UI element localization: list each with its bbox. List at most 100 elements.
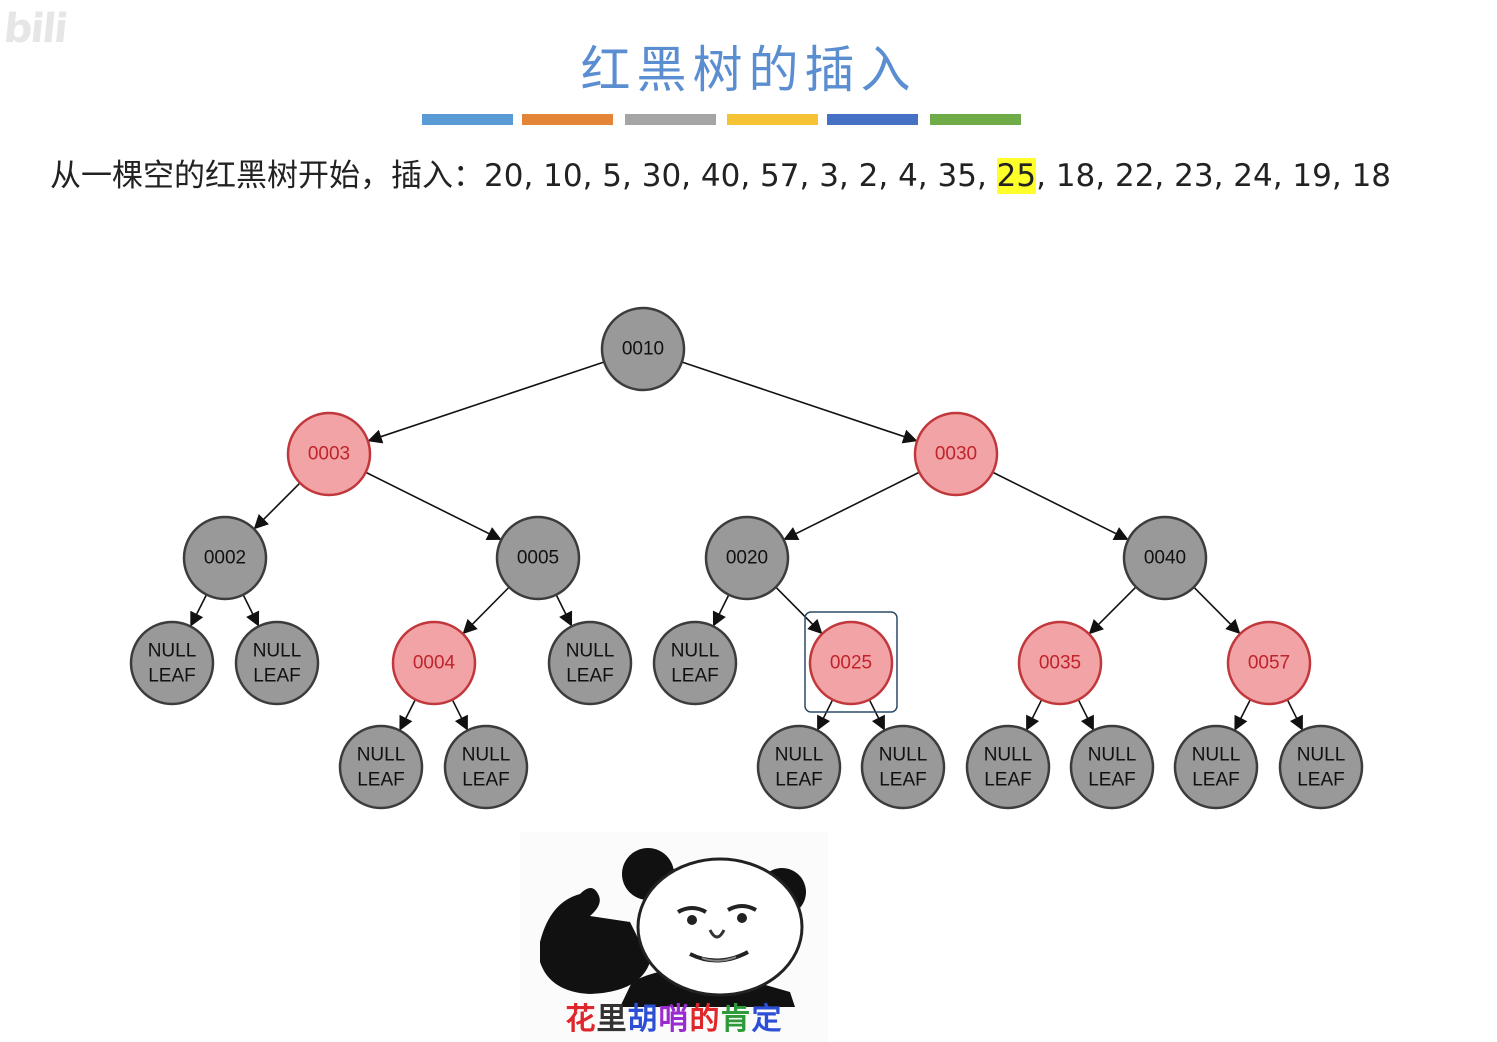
tree-node-0057: 0057 (1226, 620, 1312, 706)
null-leaf-node: NULL LEAF (965, 724, 1051, 810)
tree-edge-arrow (451, 699, 468, 731)
tree-node-0025: 0025 (804, 611, 898, 713)
tree-edge-arrow (1193, 586, 1241, 635)
black-node-circle (338, 724, 424, 810)
caption-char: 的 (689, 1002, 721, 1037)
black-node-circle (1278, 724, 1364, 810)
meme-caption: 花里胡哨的肯定 (520, 994, 828, 1038)
caption-char: 里 (596, 1002, 628, 1037)
divider-bar-orange (522, 114, 613, 125)
null-leaf-node: NULL LEAF (1278, 724, 1364, 810)
black-node-circle (234, 620, 320, 706)
tree-edge-arrow (783, 471, 920, 541)
black-node-circle (756, 724, 842, 810)
tree-node-0040: 0040 (1122, 515, 1208, 601)
null-leaf-node: NULL LEAF (547, 620, 633, 706)
node-label: LEAF (1088, 770, 1136, 791)
tree-node-0005: 0005 (495, 515, 581, 601)
node-label: NULL (253, 641, 302, 662)
node-label: NULL (775, 745, 824, 766)
black-node-circle (704, 515, 790, 601)
red-node-circle (808, 620, 894, 706)
red-node-circle (391, 620, 477, 706)
tree-edge-arrow (365, 471, 502, 541)
tree-edge-arrow (868, 699, 885, 731)
node-label: LEAF (1192, 770, 1240, 791)
page-title: 红黑树的插入 (580, 41, 917, 99)
caption-char: 定 (751, 1002, 783, 1037)
node-label: LEAF (879, 770, 927, 791)
sequence-before: 20, 10, 5, 30, 40, 57, 3, 2, 4, 35, (484, 158, 997, 194)
node-label: LEAF (357, 770, 405, 791)
null-leaf-node: NULL LEAF (234, 620, 320, 706)
node-label: 0003 (308, 444, 350, 465)
tree-node-0020: 0020 (704, 515, 790, 601)
tree-node-0010: 0010 (600, 306, 686, 392)
node-label: 0025 (830, 653, 872, 674)
node-label: 0030 (935, 444, 977, 465)
tree-node-0003: 0003 (286, 411, 372, 497)
node-label: NULL (1297, 745, 1346, 766)
tree-edge-arrow (190, 594, 208, 627)
node-label: LEAF (566, 666, 614, 687)
node-label: 0002 (204, 548, 246, 569)
insertion-sequence: 从一棵空的红黑树开始，插入：20, 10, 5, 30, 40, 57, 3, … (50, 150, 1391, 195)
tree-edge-arrow (817, 699, 834, 731)
black-node-circle (860, 724, 946, 810)
node-label: NULL (566, 641, 615, 662)
node-label: LEAF (984, 770, 1032, 791)
node-label: 0010 (622, 339, 664, 360)
black-node-circle (495, 515, 581, 601)
tree-edge-arrow (712, 594, 730, 627)
tree-node-0030: 0030 (913, 411, 999, 497)
caption-char: 胡 (627, 1002, 659, 1037)
node-label: LEAF (148, 666, 196, 687)
tree-edge-arrow (1026, 699, 1043, 731)
caption-char: 哨 (658, 1002, 690, 1037)
node-label: NULL (671, 641, 720, 662)
node-label: 0020 (726, 548, 768, 569)
black-node-circle (1122, 515, 1208, 601)
red-node-circle (286, 411, 372, 497)
black-node-circle (965, 724, 1051, 810)
black-node-circle (652, 620, 738, 706)
tree-edge-arrow (367, 361, 605, 444)
tree-edge-arrow (253, 482, 301, 530)
black-node-circle (443, 724, 529, 810)
tree-edge-arrow (242, 594, 260, 627)
null-leaf-node: NULL LEAF (1069, 724, 1155, 810)
node-label: 0004 (413, 653, 456, 674)
node-label: 0057 (1248, 653, 1290, 674)
black-node-circle (600, 306, 686, 392)
divider-bar-green (930, 114, 1021, 125)
panda-face-image (540, 848, 806, 1007)
selection-box (804, 611, 898, 713)
divider-bar-darkblue (827, 114, 918, 125)
tree-edge-arrow (1286, 699, 1303, 731)
tree-edge-arrow (681, 361, 918, 444)
tree-edge-arrow (555, 594, 573, 627)
black-node-circle (129, 620, 215, 706)
tree-edge-arrow (1077, 699, 1094, 731)
black-node-circle (547, 620, 633, 706)
tree-edge-arrow (399, 699, 417, 731)
node-label: NULL (984, 745, 1033, 766)
tree-edge-arrow (1088, 586, 1137, 635)
node-label: 0035 (1039, 653, 1081, 674)
red-node-circle (1017, 620, 1103, 706)
node-label: NULL (148, 641, 197, 662)
node-label: LEAF (671, 666, 719, 687)
node-label: LEAF (253, 666, 301, 687)
node-label: LEAF (1297, 770, 1345, 791)
node-label: NULL (1088, 745, 1137, 766)
caption-char: 肯 (720, 1002, 752, 1037)
black-node-circle (1069, 724, 1155, 810)
sequence-after: , 18, 22, 23, 24, 19, 18 (1036, 158, 1392, 194)
divider-bar-blue (422, 114, 513, 125)
